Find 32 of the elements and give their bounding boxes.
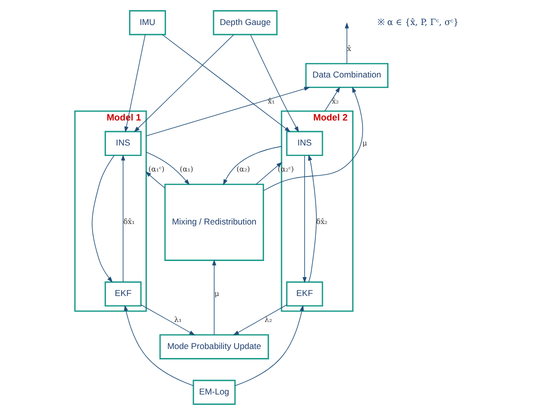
arrow	[145, 152, 190, 186]
arrow	[123, 304, 194, 386]
arrow	[124, 34, 146, 132]
arrow	[145, 86, 310, 136]
node-box: Depth Gauge	[212, 10, 278, 36]
node-box: Mode Probability Update	[158, 334, 268, 360]
node-box: EKF	[286, 281, 323, 307]
arrow	[255, 162, 282, 185]
arrow	[344, 22, 348, 64]
arrow	[91, 155, 114, 283]
arrow	[144, 171, 165, 188]
arrow	[324, 86, 340, 112]
arrow	[161, 34, 290, 132]
arrow	[234, 304, 304, 386]
arrow	[140, 304, 195, 336]
label: ※ α ∈ {x̂, P, Γᶜ, σᶜ}	[377, 18, 458, 28]
node-box: Data Combination	[304, 62, 388, 88]
arrow	[302, 155, 306, 284]
arrow	[250, 34, 298, 132]
arrow	[133, 34, 234, 132]
arrow	[212, 259, 216, 336]
node-box: INS	[104, 130, 142, 156]
node-box: IMU	[128, 10, 166, 36]
arrow	[232, 304, 287, 336]
node-box: INS	[286, 130, 323, 156]
node-box: EKF	[104, 281, 142, 307]
node-box: Mixing / Redistribution	[164, 184, 264, 261]
arrow	[222, 146, 282, 186]
arrow	[120, 154, 125, 282]
arrow	[262, 86, 363, 191]
arrow	[308, 154, 316, 282]
node-box: EM-Log	[192, 380, 236, 405]
